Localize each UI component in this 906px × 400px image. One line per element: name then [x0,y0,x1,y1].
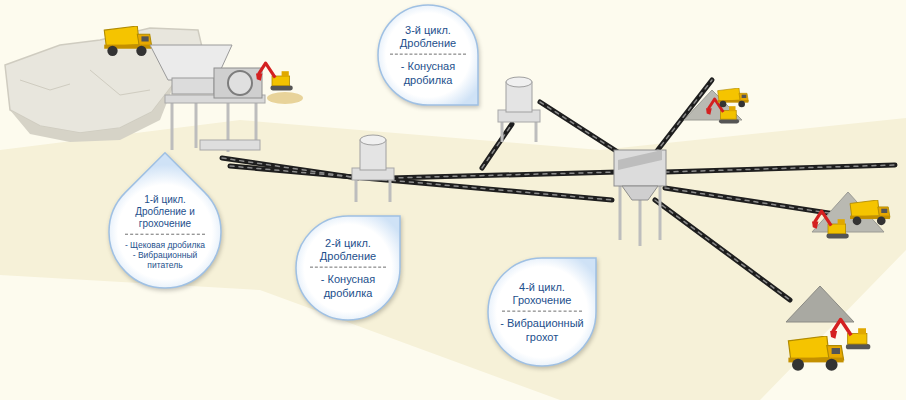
callout-bubble: 3-й цикл. Дробление - Конусная дробилка [378,5,478,105]
sand-pile [267,92,303,104]
separator-line [390,54,465,55]
callout-bubble: 1-й цикл. Дробление и грохочение - Щекова… [109,176,221,288]
separator-line [125,234,206,235]
callout-bubble: 4-й цикл. Грохочение - Вибрационный грохо… [488,258,596,366]
bubble-path [296,216,400,320]
bubble-content: 3-й цикл. Дробление - Конусная дробилка [387,24,469,87]
bubble-path [378,5,478,105]
cycle-heading: 3-й цикл. Дробление [387,24,469,50]
dump-truck [718,88,749,107]
jaw-crusher-station [150,45,265,152]
equipment-item: - Конусная дробилка [387,60,469,86]
equipment-item: - Вибрационный грохот [498,317,586,343]
excavator [830,320,870,350]
cycle-heading: 1-й цикл. Дробление и грохочение [121,194,209,230]
dump-truck [788,336,843,371]
bubble-outline [378,5,478,105]
bubble-outline [488,258,596,366]
cone-crusher [352,135,394,202]
bubble-content: 4-й цикл. Грохочение - Вибрационный грохо… [498,281,586,344]
bubble-path [86,153,244,311]
excavator [812,211,849,238]
bubble-outline [109,176,221,288]
bubble-path [488,258,596,366]
callout-bubble: 2-й цикл. Дробление - Конусная дробилка [296,216,400,320]
dump-truck [850,200,890,225]
cycle-heading: 2-й цикл. Дробление [307,237,389,263]
equipment-item: - Вибрационный питатель [121,250,209,270]
vibrating-screen [614,150,666,246]
cone-crusher [498,77,540,142]
equipment-item: - Щековая дробилка [121,240,209,250]
separator-line [310,267,385,268]
bubble-outline [296,216,400,320]
bubble-content: 1-й цикл. Дробление и грохочение - Щекова… [121,194,209,271]
dump-truck [104,26,152,56]
cycle-heading: 4-й цикл. Грохочение [498,281,586,307]
equipment-item: - Конусная дробилка [307,273,389,299]
excavator [256,63,293,90]
bubble-content: 2-й цикл. Дробление - Конусная дробилка [307,237,389,300]
ground-band [0,118,906,400]
separator-line [502,311,583,312]
